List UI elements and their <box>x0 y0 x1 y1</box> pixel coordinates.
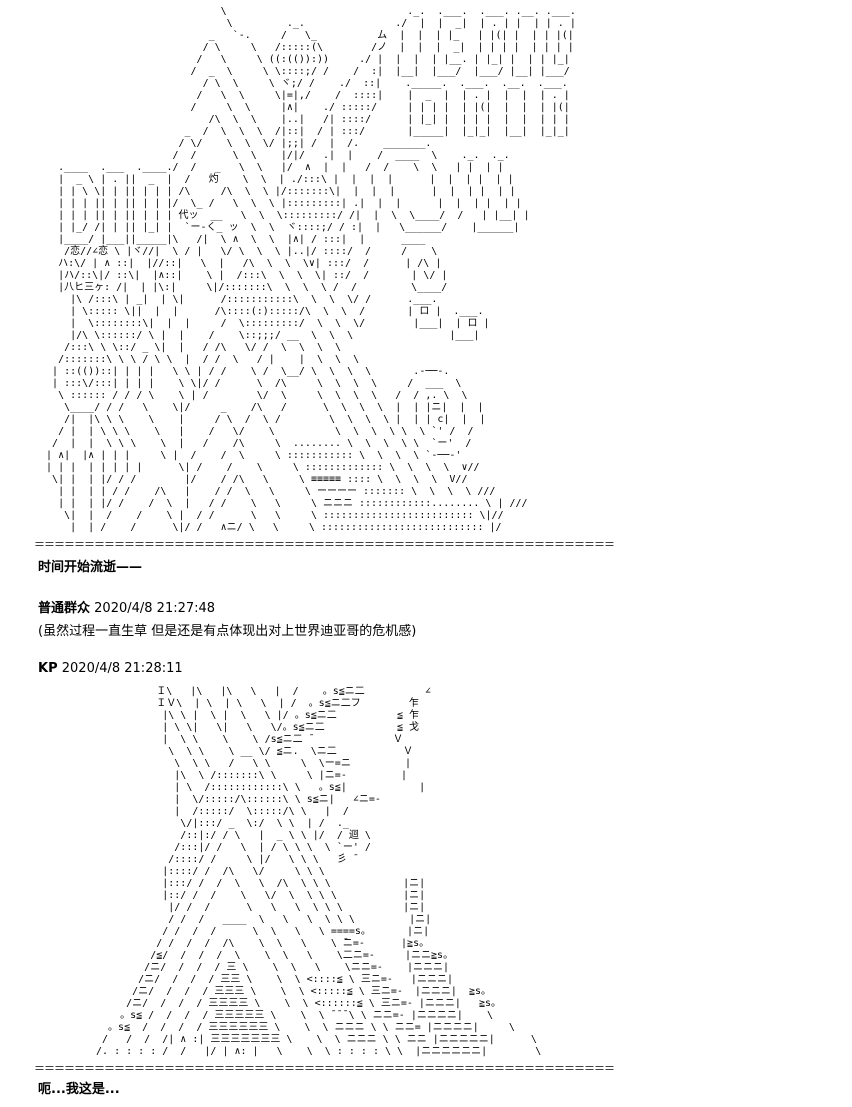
narration-text: 时间开始流逝—— <box>38 560 143 575</box>
post-1: 普通群众 2020/4/8 21:27:48 (虽然过程一直生草 但是还是有点体… <box>38 597 848 639</box>
post-1-timestamp: 2020/4/8 21:27:48 <box>94 601 216 616</box>
ascii-art-top: \ ._. .___. .___. .__. .___. \ ._. ./ | … <box>46 6 576 533</box>
post-2-timestamp: 2020/4/8 21:28:11 <box>61 661 183 676</box>
post-1-content: (虽然过程一直生草 但是还是有点体现出对上世界迪亚哥的危机感) <box>38 624 417 639</box>
post-2: KP 2020/4/8 21:28:11 <box>38 661 848 676</box>
closing-text: 呃...我这是... <box>38 1082 120 1097</box>
post-2-author: KP <box>38 661 58 676</box>
post-1-author: 普通群众 <box>38 601 91 616</box>
post-2-meta: KP 2020/4/8 21:28:11 <box>38 661 848 676</box>
separator-line-bottom: ＝＝＝＝＝＝＝＝＝＝＝＝＝＝＝＝＝＝＝＝＝＝＝＝＝＝＝＝＝＝＝＝＝＝＝＝＝＝＝＝… <box>34 1064 615 1074</box>
ascii-art-bottom: Ｉ\ |\ |\ \ | / 。s≦ニ二 ∠ ＩＶ\ | \ | \ \ | /… <box>96 686 542 1057</box>
post-1-meta: 普通群众 2020/4/8 21:27:48 <box>38 597 848 616</box>
separator-line-top: ＝＝＝＝＝＝＝＝＝＝＝＝＝＝＝＝＝＝＝＝＝＝＝＝＝＝＝＝＝＝＝＝＝＝＝＝＝＝＝＝… <box>34 540 615 550</box>
